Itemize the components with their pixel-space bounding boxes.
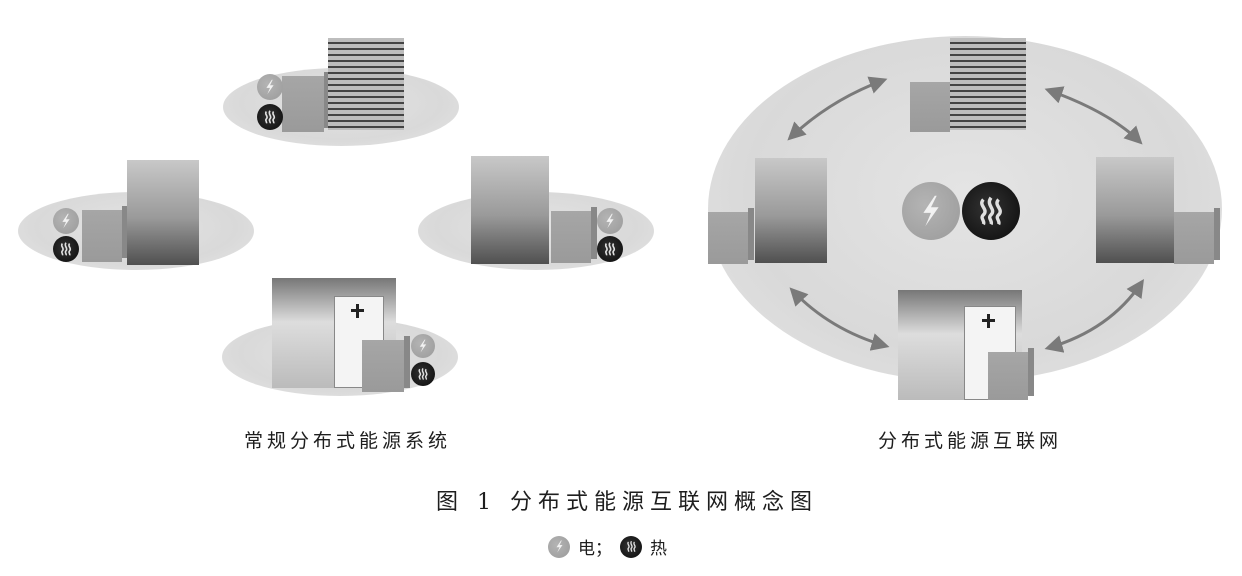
energy-cube [82,206,128,262]
residential-building-image [950,38,1026,130]
office-building-image [471,156,549,264]
electricity-icon [257,74,283,100]
energy-cube [282,72,330,132]
heat-icon [597,236,623,262]
electricity-icon [597,208,623,234]
heat-icon [53,236,79,262]
electricity-legend-icon [548,535,570,558]
heat-legend-label: 热 [650,539,667,559]
energy-cube [988,348,1034,400]
office-building-image [755,158,827,263]
energy-cube [1174,208,1220,264]
legend: 电； 热 [548,534,667,559]
electricity-icon-center [902,182,960,240]
electricity-legend-label: 电； [578,539,612,559]
energy-cube [362,336,410,392]
energy-cube [708,208,754,264]
heat-legend-icon [620,535,642,558]
electricity-icon [411,334,435,358]
electricity-icon [53,208,79,234]
energy-cube [551,207,597,263]
energy-internet-label: 分布式能源互联网 [878,430,1063,452]
heat-icon [411,362,435,386]
office-building-image [127,160,199,265]
heat-icon-center [962,182,1020,240]
conventional-system-label: 常规分布式能源系统 [244,430,452,452]
residential-building-image [328,38,404,130]
heat-icon [257,104,283,130]
office-building-image [1096,157,1174,263]
figure-caption: 图 1 分布式能源互联网概念图 [436,490,818,515]
